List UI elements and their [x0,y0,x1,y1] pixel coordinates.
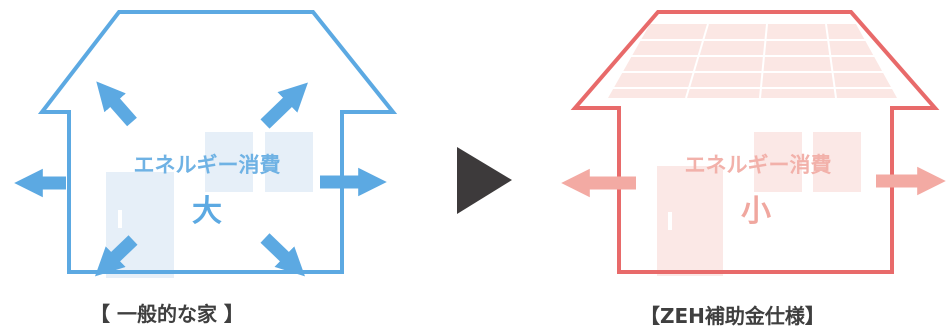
zeh-house: エネルギー消費 小 [575,12,935,276]
solar-panels [608,24,897,98]
general-house: エネルギー消費 大 [35,12,393,278]
door-handle [118,210,122,228]
door-handle [668,212,672,230]
transition-arrow [457,147,512,214]
energy-level: 小 [741,194,771,229]
general-house-caption: 【 一般的な家 】 [90,298,244,327]
zeh-house-caption: 【ZEH補助金仕様】 [640,300,825,329]
energy-loss-arrows [35,97,366,262]
door-shape [657,166,723,276]
energy-level: 大 [192,194,222,229]
energy-text: エネルギー消費 [685,153,832,177]
arrow-up-left [110,97,132,122]
energy-loss-arrows [582,181,925,183]
energy-text: エネルギー消費 [134,153,281,177]
arrow-down-right [265,238,290,262]
arrow-up-right [265,97,293,124]
